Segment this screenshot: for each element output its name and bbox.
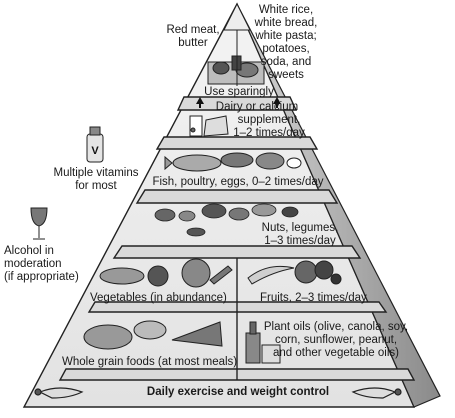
vegetables-label: Vegetables (in abundance)	[90, 292, 227, 304]
apex-left-line-1: Red meat,	[166, 24, 220, 36]
dairy-label: Dairy or calcium supplement, 1–2 times/d…	[198, 101, 316, 140]
dairy-line-2: supplement,	[237, 114, 301, 126]
oils-line-1: Plant oils (olive, canola, soy,	[263, 321, 409, 333]
apex-left-line-2: butter	[178, 37, 208, 49]
apex-right-line-6: sweets	[268, 69, 304, 81]
apex-right-line-1: White rice,	[258, 4, 314, 16]
apex-right-label: White rice, white bread, white pasta; po…	[250, 4, 322, 82]
base-label: Daily exercise and weight control	[146, 386, 330, 398]
oils-label: Plant oils (olive, canola, soy, corn, su…	[260, 321, 412, 360]
alcohol-label: Alcohol in moderation (if appropriate)	[4, 245, 79, 284]
apex-food-illustration	[207, 26, 265, 86]
oils-line-3: and other vegetable oils)	[273, 347, 399, 359]
apex-right-line-3: white pasta;	[255, 30, 317, 42]
apex-right-line-4: potatoes,	[262, 43, 310, 55]
fruits-label: Fruits, 2–3 times/day	[260, 292, 367, 304]
tier-separators	[58, 96, 416, 381]
vitamins-line-1: Multiple vitamins	[53, 167, 139, 179]
vitamins-label: Multiple vitamins for most	[36, 167, 156, 193]
use-sparingly-label: Use sparingly	[204, 86, 274, 98]
alcohol-line-2: moderation	[4, 258, 62, 270]
alcohol-line-1: Alcohol in	[4, 245, 54, 257]
nuts-line-2: 1–3 times/day	[264, 235, 336, 247]
apex-right-line-5: soda, and	[260, 56, 312, 68]
apex-cap	[223, 2, 251, 31]
nuts-label: Nuts, legumes, 1–3 times/day	[254, 222, 346, 248]
vegetables-illustration	[99, 258, 233, 288]
alcohol-line-3: (if appropriate)	[4, 271, 79, 283]
fruits-illustration	[247, 260, 342, 285]
protein-illustration	[164, 152, 302, 172]
up-arrow-icon	[196, 97, 281, 108]
protein-label: Fish, poultry, eggs, 0–2 times/day	[152, 176, 324, 188]
nuts-illustration	[154, 203, 299, 237]
dairy-line-1: Dairy or calcium	[215, 101, 299, 113]
oils-line-2: corn, sunflower, peanut,	[274, 334, 398, 346]
vitamin-bottle-letter: V	[91, 145, 99, 157]
dairy-illustration	[189, 115, 229, 137]
oils-illustration	[245, 321, 281, 364]
wine-glass-icon	[30, 207, 48, 240]
exercise-figures-illustration	[34, 387, 402, 399]
grains-label: Whole grain foods (at most meals)	[62, 356, 238, 368]
vitamins-line-2: for most	[75, 180, 117, 192]
apex-left-label: Red meat, butter	[158, 24, 228, 50]
grains-illustration	[83, 320, 223, 350]
dairy-line-3: 1–2 times/day	[233, 127, 305, 139]
apex-right-line-2: white bread,	[254, 17, 318, 29]
nuts-line-1: Nuts, legumes,	[261, 222, 339, 234]
vitamin-bottle-icon	[86, 126, 104, 163]
